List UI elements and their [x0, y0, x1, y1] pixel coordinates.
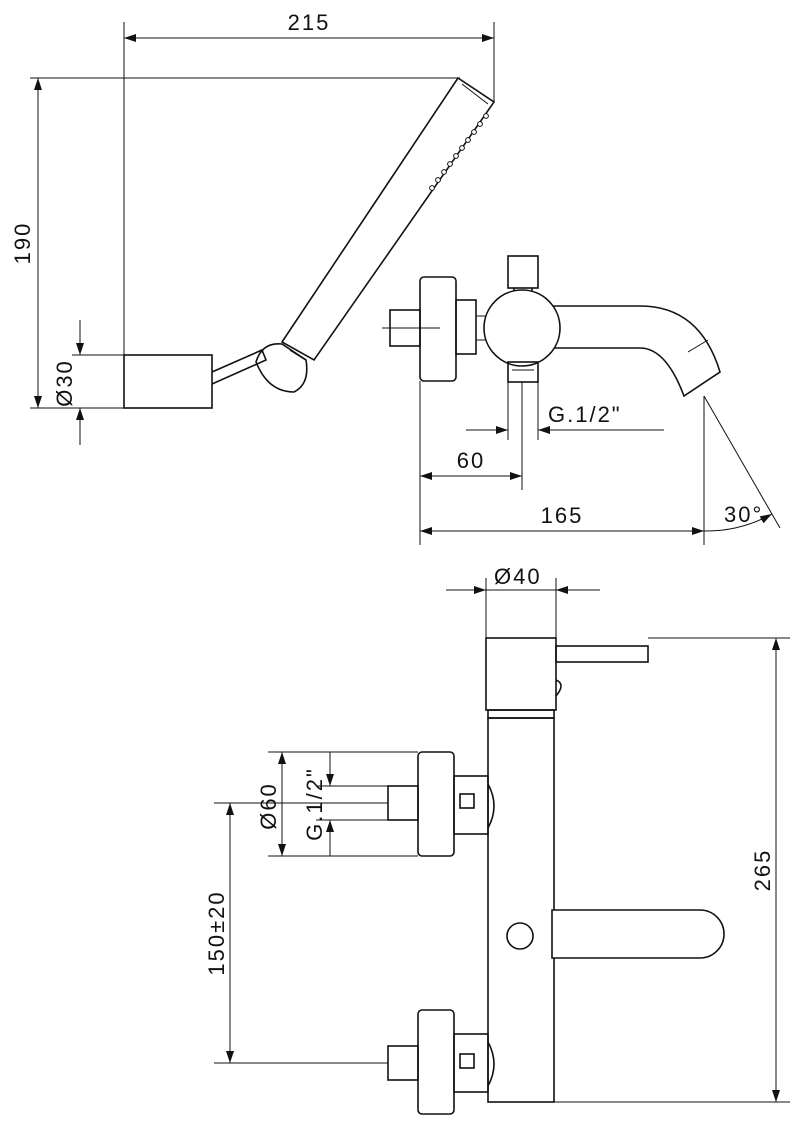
lower-inlet [387, 1045, 419, 1081]
dim-handshower-width: 215 [288, 10, 331, 35]
main-body [487, 717, 555, 1103]
upper-nut-square [459, 793, 475, 809]
cartridge-cap [485, 637, 557, 711]
dim-flange-diameter: Ø60 [256, 782, 281, 830]
bath-spout [539, 305, 721, 398]
outlet-spout [551, 909, 725, 959]
dim-spout-angle: 30° [724, 502, 763, 527]
dim-handle-diameter: Ø40 [494, 564, 542, 589]
union-nut [455, 299, 477, 355]
upper-union [453, 775, 489, 835]
wall-holder [123, 354, 213, 409]
swivel-joint [255, 343, 308, 393]
dim-handshower-height: 190 [10, 222, 35, 265]
upper-flange [417, 751, 455, 857]
handshower-view: 215 190 Ø30 [10, 10, 496, 445]
dim-spout-projection: 165 [541, 503, 584, 528]
mixer-body [483, 289, 561, 367]
dim-inlet-centres: 150±20 [204, 890, 229, 975]
lever-handle [555, 645, 649, 663]
upper-inlet [387, 785, 419, 821]
shower-handle [280, 76, 496, 362]
wall-flange [419, 276, 457, 382]
dim-holder-diameter: Ø30 [52, 359, 77, 407]
top-knob [507, 255, 539, 289]
bottom-outlet [507, 361, 539, 383]
front-view: Ø40 265 Ø60 G.1/2" 150±20 [204, 564, 790, 1115]
lower-flange [417, 1009, 455, 1115]
dim-thread-side: G.1/2" [302, 767, 327, 841]
collar [487, 709, 555, 719]
lower-nut-square [459, 1053, 475, 1069]
diverter-knob [506, 922, 534, 950]
top-view: G.1/2" 60 165 30° [382, 255, 781, 545]
dim-offset: 60 [457, 448, 485, 473]
lower-union [453, 1033, 489, 1093]
spray-nozzles [429, 113, 489, 191]
holder-arm [211, 348, 268, 385]
dim-body-height: 265 [750, 849, 775, 892]
dim-thread-top: G.1/2" [548, 402, 622, 427]
